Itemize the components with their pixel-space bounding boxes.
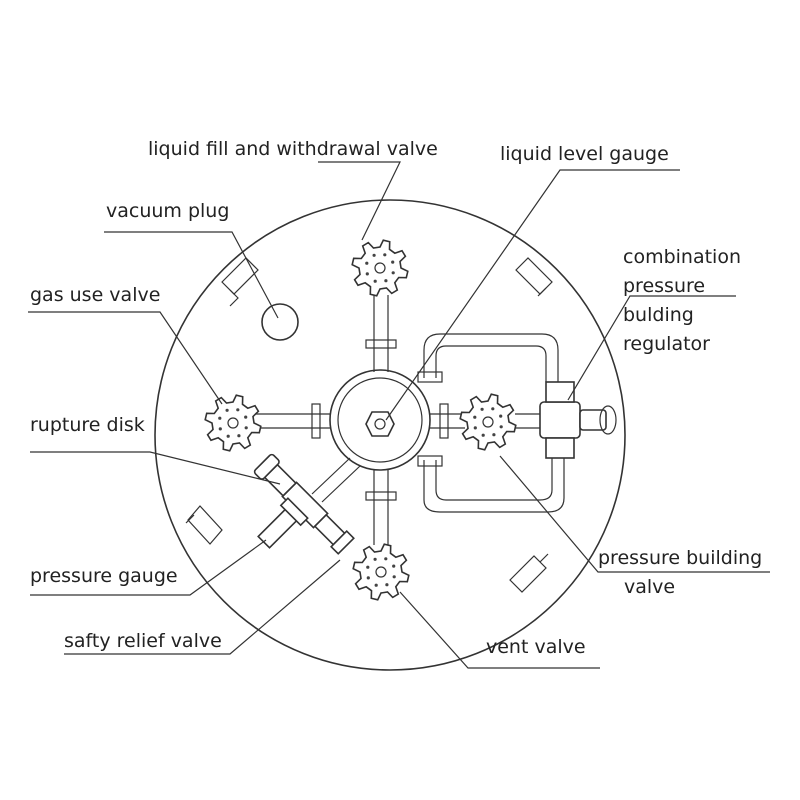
combination-regulator [515, 381, 617, 459]
label-vent-valve: vent valve [486, 636, 586, 658]
label-safety-relief-valve: safty relief valve [64, 630, 222, 652]
lifting-lug-bottom-right [509, 553, 549, 593]
leader-vent-valve [399, 591, 600, 669]
label-gas-use-valve: gas use valve [30, 284, 161, 306]
label-vacuum-plug: vacuum plug [106, 200, 230, 222]
cylinder-head-outline [154, 199, 626, 671]
leader-pressure-building [499, 455, 770, 573]
leader-lines [28, 161, 770, 669]
label-liquid-level-gauge: liquid level gauge [500, 143, 669, 165]
vacuum-plug-body [261, 303, 299, 341]
leader-safety-relief [64, 559, 341, 655]
leader-liquid-level [385, 169, 680, 421]
label-combination-regulator: combination pressure bulding regulator [623, 243, 741, 359]
pressure-building-loop [417, 333, 565, 513]
label-combination-line4: regulator [623, 333, 710, 355]
relief-valve-assembly [253, 453, 355, 555]
leader-liquid-fill [318, 161, 401, 241]
lifting-lug-top-left [221, 257, 259, 307]
level-gauge-core [374, 418, 386, 430]
gas-use-valve-handwheel [204, 394, 262, 452]
leader-pressure-gauge [30, 539, 267, 596]
vent-valve-handwheel [352, 543, 410, 601]
leader-rupture-disk [30, 451, 281, 485]
central-hub-inner [337, 377, 423, 463]
lifting-lug-top-right [515, 257, 553, 297]
label-rupture-disk: rupture disk [30, 414, 145, 436]
pipe-to-left-valve [250, 403, 330, 439]
label-liquid-fill-valve: liquid fill and withdrawal valve [148, 138, 438, 160]
label-combination-line3: bulding [623, 304, 694, 326]
label-combination-line2: pressure [623, 275, 706, 297]
label-combination-line1: combination [623, 246, 741, 268]
lifting-lug-bottom-left [185, 505, 223, 545]
pipe-to-relief-assembly [311, 457, 361, 503]
leader-combination [567, 295, 736, 401]
label-pressure-building-valve: pressure building valve [598, 544, 762, 602]
pipe-to-bottom-valve [365, 470, 397, 545]
label-pressure-building-line2: valve [624, 576, 676, 598]
label-pressure-gauge: pressure gauge [30, 565, 178, 587]
pipe-to-right-valve [430, 403, 465, 439]
level-gauge-nut [365, 411, 395, 437]
pressure-building-valve-handwheel [459, 393, 517, 451]
label-pressure-building-line1: pressure building [598, 547, 763, 569]
liquid-fill-valve-handwheel [351, 239, 409, 297]
central-hub [329, 369, 431, 471]
pipe-to-top-valve [365, 295, 397, 372]
leader-gas-use [28, 311, 223, 405]
leader-vacuum-plug [104, 231, 279, 319]
